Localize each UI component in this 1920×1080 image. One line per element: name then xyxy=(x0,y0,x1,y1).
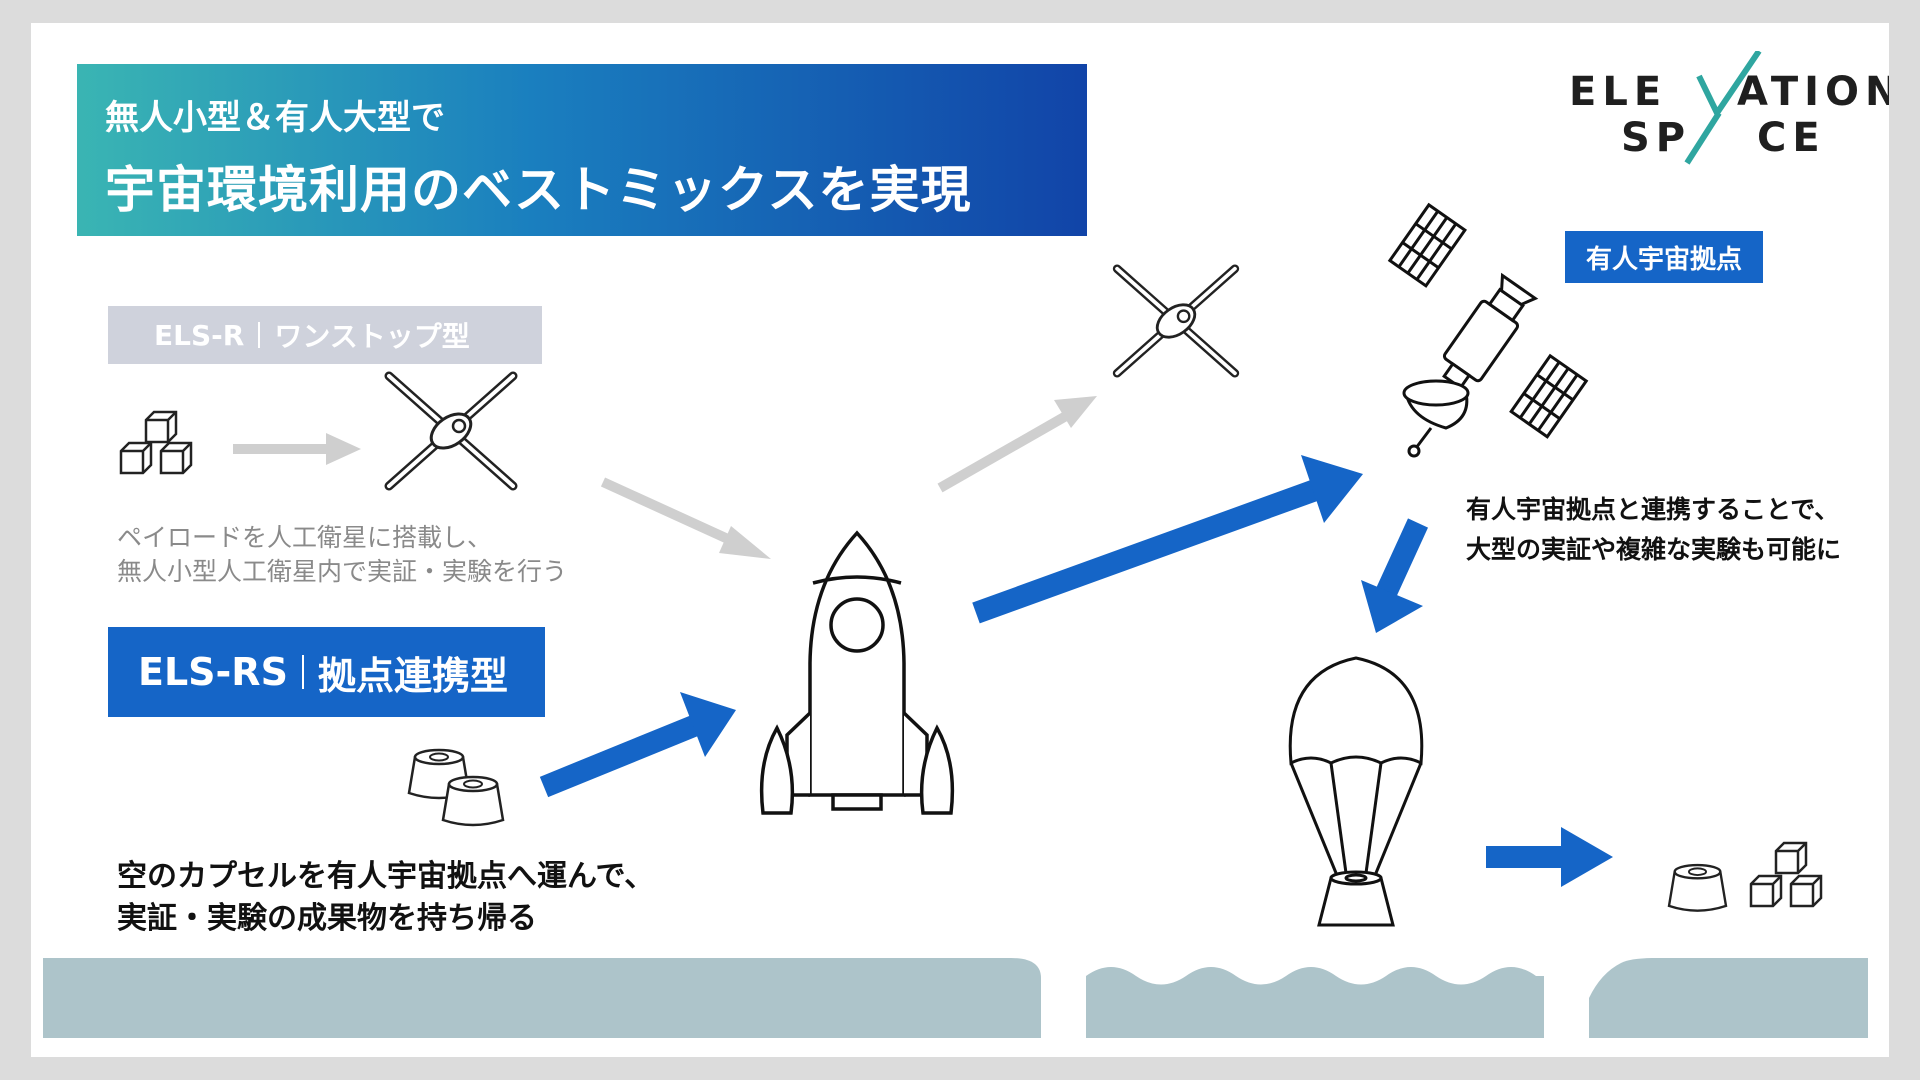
ground-right xyxy=(1589,958,1868,1038)
grey-arrow-3 xyxy=(1054,396,1097,428)
title-banner: 無人小型＆有人大型で 宇宙環境利用のベストミックスを実現 xyxy=(77,64,1087,236)
els-r-description: ペイロードを人工衛星に搭載し、 無人小型人工衛星内で実証・実験を行う xyxy=(117,521,567,589)
els-rs-description: 空のカプセルを有人宇宙拠点へ運んで、 実証・実験の成果物を持ち帰る xyxy=(117,856,654,940)
satellite-icon xyxy=(1117,269,1235,374)
water xyxy=(1086,967,1544,1038)
els-rs-tag: ELS-RS 拠点連携型 xyxy=(108,627,545,717)
space-station-icon xyxy=(1387,202,1589,458)
els-r-tag: ELS-R ワンストップ型 xyxy=(108,306,542,364)
els-r-name: ワンストップ型 xyxy=(274,320,470,353)
station-description-line: 大型の実証や複雑な実験も可能に xyxy=(1466,535,1842,564)
rocket-icon xyxy=(759,530,955,815)
logo-mark-icon xyxy=(1684,51,1762,165)
diagram-artwork xyxy=(43,202,1868,1038)
parachute-capsule-icon xyxy=(1288,656,1424,927)
tag-divider xyxy=(258,322,261,348)
blue-arrow-4 xyxy=(1561,827,1613,887)
station-tag: 有人宇宙拠点 xyxy=(1565,231,1763,283)
els-r-code: ELS-R xyxy=(154,318,245,352)
logo-text-line2-left: SP xyxy=(1621,115,1692,161)
tag-divider xyxy=(301,654,304,690)
elevation-space-logo: ELE ATION SP CE xyxy=(1569,51,1889,171)
els-rs-code: ELS-RS xyxy=(138,650,288,694)
cube-stack-icon xyxy=(119,410,193,475)
satellite-icon xyxy=(389,376,513,486)
banner-subtitle: 無人小型＆有人大型で xyxy=(105,98,445,138)
slide: 無人小型＆有人大型で 宇宙環境利用のベストミックスを実現 ELE ATION S… xyxy=(31,23,1889,1057)
station-description: 有人宇宙拠点と連携することで、 大型の実証や複雑な実験も可能に xyxy=(1466,490,1841,570)
els-rs-description-line: 実証・実験の成果物を持ち帰る xyxy=(117,901,537,936)
els-rs-name: 拠点連携型 xyxy=(317,653,508,698)
grey-arrow-2 xyxy=(719,526,771,559)
banner-title: 宇宙環境利用のベストミックスを実現 xyxy=(105,161,972,219)
capsule-icon xyxy=(441,775,505,827)
blue-arrow-1 xyxy=(680,692,736,757)
blue-arrow-2 xyxy=(1301,455,1363,523)
blue-arrow-3 xyxy=(1361,580,1423,633)
logo-text-line1-left: ELE xyxy=(1569,69,1668,115)
capsule-icon xyxy=(1667,863,1728,912)
logo-text-line1-right: ATION xyxy=(1737,69,1889,115)
station-description-line: 有人宇宙拠点と連携することで、 xyxy=(1466,495,1840,524)
els-r-description-line: ペイロードを人工衛星に搭載し、 xyxy=(117,523,493,552)
ground-left xyxy=(43,958,1041,1038)
els-rs-description-line: 空のカプセルを有人宇宙拠点へ運んで、 xyxy=(117,859,655,894)
logo-text-line2-right: CE xyxy=(1757,115,1826,161)
cube-stack-icon xyxy=(1749,841,1823,908)
els-r-description-line: 無人小型人工衛星内で実証・実験を行う xyxy=(117,557,568,586)
